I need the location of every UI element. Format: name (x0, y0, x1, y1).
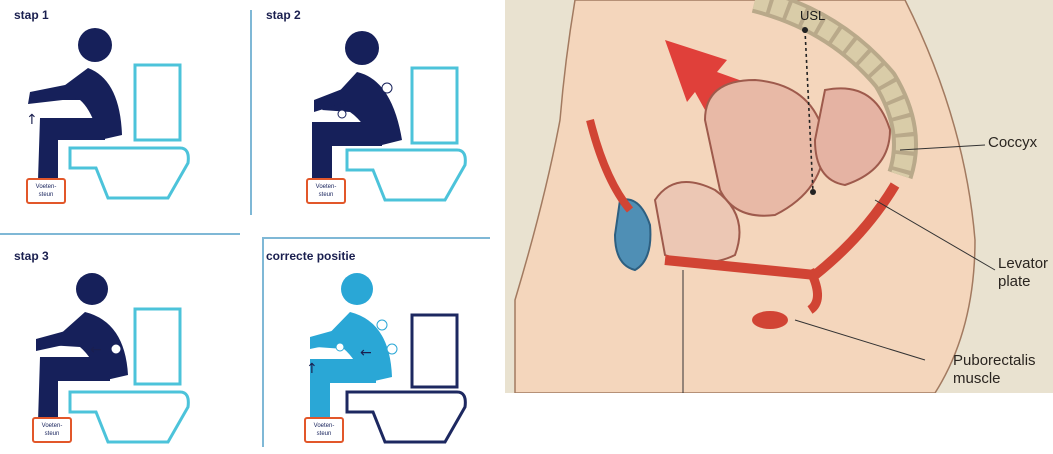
horizontal-divider (262, 237, 490, 239)
step-3-cell: stap 3 ← Voeten- steun (0, 227, 252, 454)
puborectalis-label-line2: muscle (953, 370, 1001, 387)
rotation-icon (387, 344, 397, 354)
step-2-cell: stap 2 Voeten- steun (252, 0, 504, 227)
puborectalis-label: Puborectalis muscle (953, 352, 1036, 388)
footrest-label: Voeten- steun (26, 178, 66, 204)
usl-bottom-dot (810, 189, 816, 195)
levator-label-line2: plate (998, 273, 1031, 290)
head-shape (341, 273, 373, 305)
horizontal-divider (0, 233, 240, 235)
arm-shape (28, 82, 80, 104)
rotation-icon (338, 110, 346, 118)
head-shape (345, 31, 379, 65)
toilet-tank (412, 315, 457, 387)
toilet-tank (412, 68, 457, 143)
rotation-icon (111, 344, 121, 354)
toilet-tank (135, 65, 180, 140)
toilet-bowl (70, 392, 188, 442)
left-arrow: ← (360, 345, 372, 361)
footrest-label: Voeten- steun (32, 417, 72, 443)
footrest-label: Voeten- steun (304, 417, 344, 443)
rotation-icon (336, 343, 344, 351)
anatomy-drawing (505, 0, 1053, 393)
up-arrow: ↑ (26, 112, 38, 128)
footrest-text: Voeten- (306, 422, 342, 430)
rotation-icon (382, 83, 392, 93)
levator-label-line1: Levator (998, 255, 1048, 272)
up-arrow: ↑ (306, 361, 318, 377)
step-2-illustration (252, 0, 504, 227)
vertical-divider (250, 10, 252, 215)
rotation-icon (377, 320, 387, 330)
toilet-bowl (347, 392, 465, 442)
head-shape (78, 28, 112, 62)
toilet-bowl (70, 148, 188, 198)
step-1-cell: stap 1 ↑ Voeten- steun (0, 0, 252, 227)
toilet-bowl (347, 150, 465, 200)
left-arrow: ← (90, 342, 102, 358)
levator-plate-label: Levator plate (998, 255, 1048, 291)
arm-shape (36, 327, 82, 351)
anal-canal-shape (752, 311, 788, 329)
vertical-divider (262, 237, 264, 447)
correct-position-illustration (252, 227, 504, 454)
coccyx-label: Coccyx (988, 134, 1037, 152)
toilet-posture-panel: stap 1 ↑ Voeten- steun stap 2 (0, 0, 505, 454)
head-shape (76, 273, 108, 305)
correct-position-cell: correcte positie ↑ ← Voeten- steun (252, 227, 504, 454)
usl-label: USL (800, 8, 825, 23)
footrest-text: steun (306, 430, 342, 438)
footrest-text: Voeten- (34, 422, 70, 430)
footrest-label: Voeten- steun (306, 178, 346, 204)
footrest-text: steun (34, 430, 70, 438)
puborectalis-label-line1: Puborectalis (953, 352, 1036, 369)
footrest-text: Voeten- (28, 183, 64, 191)
toilet-tank (135, 309, 180, 384)
footrest-text: Voeten- (308, 183, 344, 191)
footrest-text: steun (308, 191, 344, 199)
footrest-text: steun (28, 191, 64, 199)
usl-top-dot (802, 27, 808, 33)
pelvic-anatomy-illustration: USL Coccyx Levator plate Puborectalis mu… (505, 0, 1053, 393)
